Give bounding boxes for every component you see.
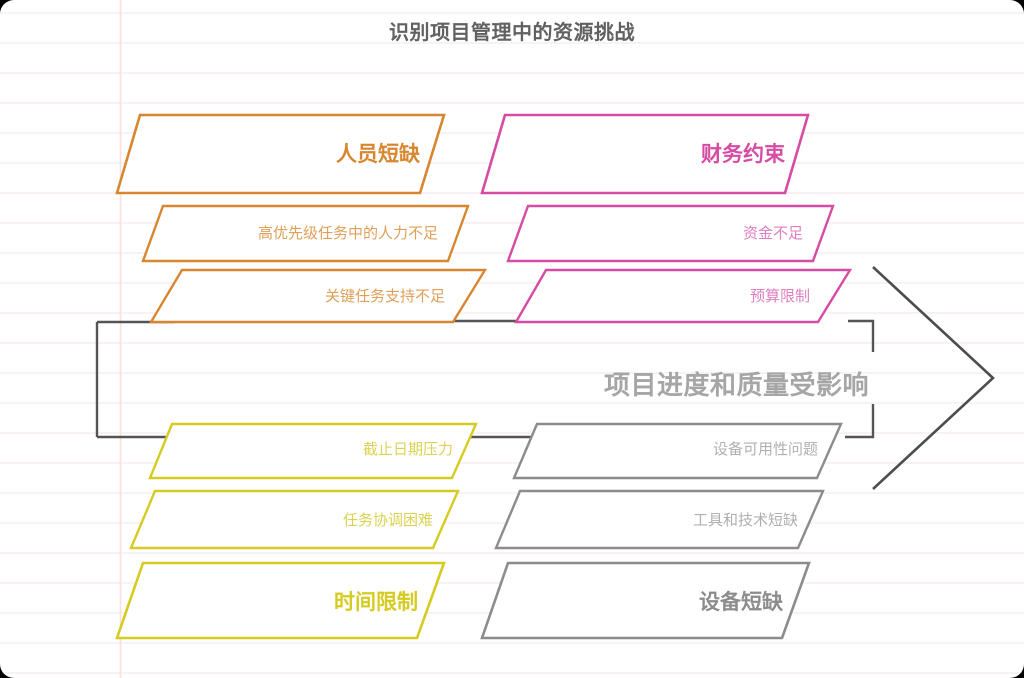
node-shape-header[interactable]: [115, 113, 446, 195]
group-staff-shortage-item-1-label: 关键任务支持不足: [324, 288, 445, 305]
group-financial-constraints-item-1-label: 预算限制: [749, 288, 810, 305]
connector-pink-to-arrow: [848, 319, 875, 352]
node-shape-item-1[interactable]: [129, 489, 460, 550]
node-shape-item-1[interactable]: [513, 268, 853, 324]
group-equipment-shortage-item-0-label: 设备可用性问题: [712, 441, 818, 458]
connector-gray-to-arrow: [845, 404, 875, 439]
group-time-constraints-item-0-label: 截止日期压力: [362, 441, 453, 458]
group-equipment-shortage-header-label: 设备短缺: [699, 591, 783, 614]
page-title: 识别项目管理中的资源挑战: [389, 22, 635, 44]
node-shape-item-1[interactable]: [494, 489, 825, 550]
node-shape-item-1[interactable]: [148, 268, 488, 324]
node-shape-item-0[interactable]: [506, 204, 835, 263]
group-equipment-shortage-item-1-label: 工具和技术短缺: [692, 512, 798, 529]
group-time-constraints-header-label: 时间限制: [334, 591, 418, 614]
group-financial-constraints[interactable]: [480, 113, 853, 324]
impact-arrow-label: 项目进度和质量受影响: [604, 370, 870, 400]
node-shape-header[interactable]: [480, 561, 811, 640]
group-equipment-shortage[interactable]: [480, 422, 843, 640]
node-shape-item-0[interactable]: [148, 422, 478, 480]
node-shape-item-0[interactable]: [512, 422, 843, 480]
group-financial-constraints-header-label: 财务约束: [701, 143, 785, 166]
group-time-constraints[interactable]: [115, 422, 478, 640]
group-staff-shortage-item-0-label: 高优先级任务中的人力不足: [257, 225, 438, 242]
node-shape-header[interactable]: [115, 561, 446, 640]
node-shape-header[interactable]: [480, 113, 810, 195]
group-time-constraints-item-1-label: 任务协调困难: [342, 512, 433, 529]
group-staff-shortage[interactable]: [115, 113, 488, 324]
group-financial-constraints-item-0-label: 资金不足: [742, 225, 803, 242]
impact-arrow-icon: [872, 266, 995, 490]
group-staff-shortage-header-label: 人员短缺: [336, 143, 420, 166]
node-shape-item-0[interactable]: [141, 204, 470, 263]
